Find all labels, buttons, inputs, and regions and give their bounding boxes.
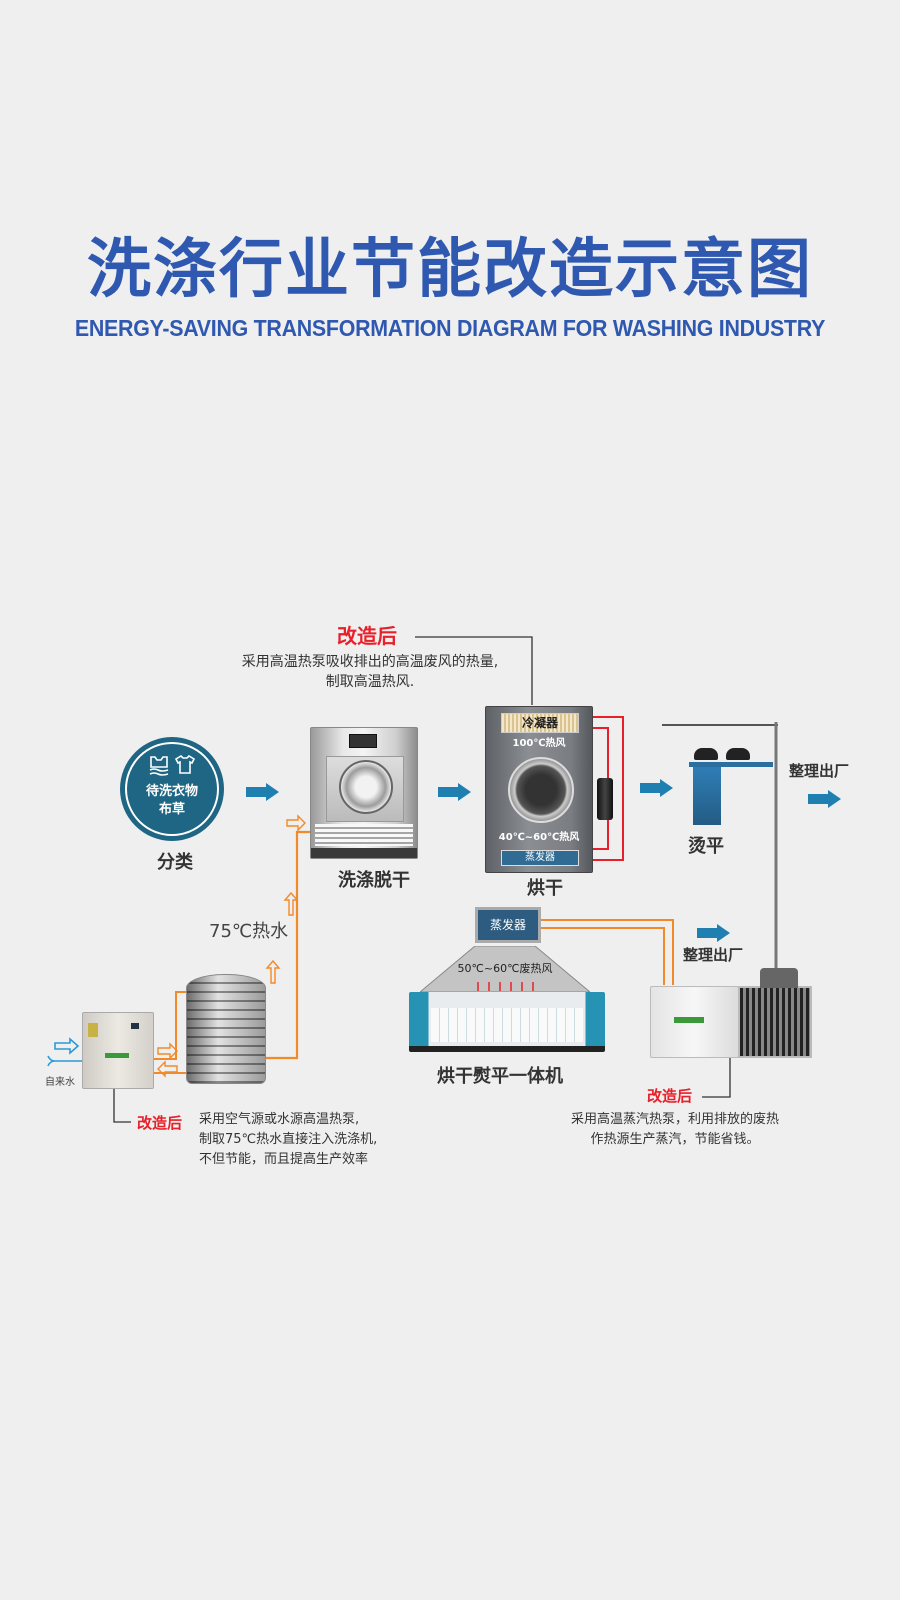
laundry-icons	[149, 755, 196, 776]
flow-arrow-icon	[808, 790, 841, 808]
ironing-table-leg	[693, 767, 721, 825]
hot-air-bottom-label: 40℃~60℃热风	[498, 832, 580, 843]
unit-display	[131, 1023, 139, 1029]
brand-logo	[105, 1053, 129, 1058]
condenser-label: 冷凝器	[501, 713, 579, 733]
nameplate	[88, 1023, 98, 1037]
page-subtitle: ENERGY-SAVING TRANSFORMATION DIAGRAM FOR…	[74, 315, 826, 341]
steam-tank	[760, 968, 798, 988]
ironer-hood	[420, 946, 590, 992]
water-note-line1: 采用空气源或水源高温热泵,	[199, 1112, 360, 1127]
page-title: 洗涤行业节能改造示意图	[87, 233, 813, 307]
steam-iron-icon	[694, 748, 718, 760]
tap-water-arrow-icons	[47, 1037, 82, 1067]
steam-note-leader	[702, 1057, 731, 1098]
dryer-evaporator-label: 蒸发器	[501, 850, 579, 866]
water-note-tag: 改造后	[137, 1114, 183, 1132]
flow-arrow-icon	[246, 783, 279, 801]
dryer-note-text: 采用高温热泵吸收排出的高温废风的热量, 制取高温热风.	[200, 652, 540, 692]
sorting-circle-line2: 布草	[158, 802, 185, 817]
ironer-label: 烘干熨平一体机	[437, 1066, 563, 1087]
flow-arrow-icon	[697, 924, 730, 942]
dryer-door	[508, 757, 574, 823]
dryer-note-line2: 制取高温热风.	[325, 674, 415, 690]
water-note-line3: 不但节能，而且提高生产效率	[199, 1152, 369, 1167]
water-note-leader	[113, 1088, 131, 1123]
steam-note-line2: 作热源生产蒸汽，节能省钱。	[590, 1132, 760, 1147]
exit-bottom-label: 整理出厂	[683, 946, 744, 964]
washer-door	[339, 760, 393, 814]
dryer-machine: 冷凝器 100℃热风 40℃~60℃热风 蒸发器	[485, 706, 593, 873]
flow-arrow-icon	[640, 779, 673, 797]
hot-water-tank	[186, 974, 266, 1084]
hot-water-pipe	[265, 830, 312, 1060]
dryer-label: 烘干	[527, 878, 563, 899]
dryer-note-tag: 改造后	[337, 624, 397, 648]
ironer-machine	[409, 992, 605, 1052]
tank-supply-pipe	[152, 991, 188, 1060]
control-panel	[349, 734, 377, 748]
dryer-note-leader	[415, 636, 533, 705]
steam-note-line1: 采用高温蒸汽热泵，利用排放的废热	[570, 1112, 779, 1127]
water-heat-pump-unit	[82, 1012, 154, 1089]
steam-generator-frame	[738, 986, 812, 1058]
ironing-table-top	[689, 762, 773, 767]
steam-note-text: 采用高温蒸汽热泵，利用排放的废热 作热源生产蒸汽，节能省钱。	[545, 1110, 805, 1150]
ironer-evaporator-label: 蒸发器	[475, 907, 541, 943]
brand-logo	[674, 1017, 704, 1023]
sorting-circle: 待洗衣物 布草	[120, 737, 224, 841]
water-note-line2: 制取75℃热水直接注入洗涤机,	[199, 1132, 378, 1147]
shirt-soak-icon	[149, 756, 169, 776]
washer-extractor-machine	[310, 727, 418, 859]
hot-air-top-label: 100℃热风	[512, 738, 566, 749]
ironer-pipe-inner	[535, 927, 665, 985]
hot-water-arrow-icons	[157, 814, 306, 1078]
compressor	[597, 778, 613, 820]
ironing-label: 烫平	[688, 836, 724, 857]
ironer-pipe-outer	[535, 919, 674, 985]
steam-iron-icon	[726, 748, 750, 760]
sorting-label: 分类	[157, 852, 193, 873]
waste-air-arrow-icons	[477, 982, 534, 991]
steam-note-tag: 改造后	[647, 1087, 693, 1105]
washer-label: 洗涤脱干	[338, 870, 410, 891]
sorting-circle-line1: 待洗衣物	[145, 784, 198, 799]
flow-arrow-icon	[438, 783, 471, 801]
shirt-icon	[174, 755, 196, 774]
water-note-text: 采用空气源或水源高温热泵, 制取75℃热水直接注入洗涤机, 不但节能，而且提高生…	[199, 1110, 377, 1170]
waste-air-label: 50℃~60℃废热风	[457, 962, 553, 975]
exit-top-label: 整理出厂	[789, 762, 850, 780]
hot-water-label: 75℃热水	[209, 921, 289, 942]
steam-heat-pump-unit	[650, 986, 739, 1058]
dryer-note-line1: 采用高温热泵吸收排出的高温废风的热量,	[241, 654, 499, 670]
tap-water-label: 自来水	[45, 1077, 75, 1088]
dryer-refrigerant-loop	[591, 716, 624, 861]
